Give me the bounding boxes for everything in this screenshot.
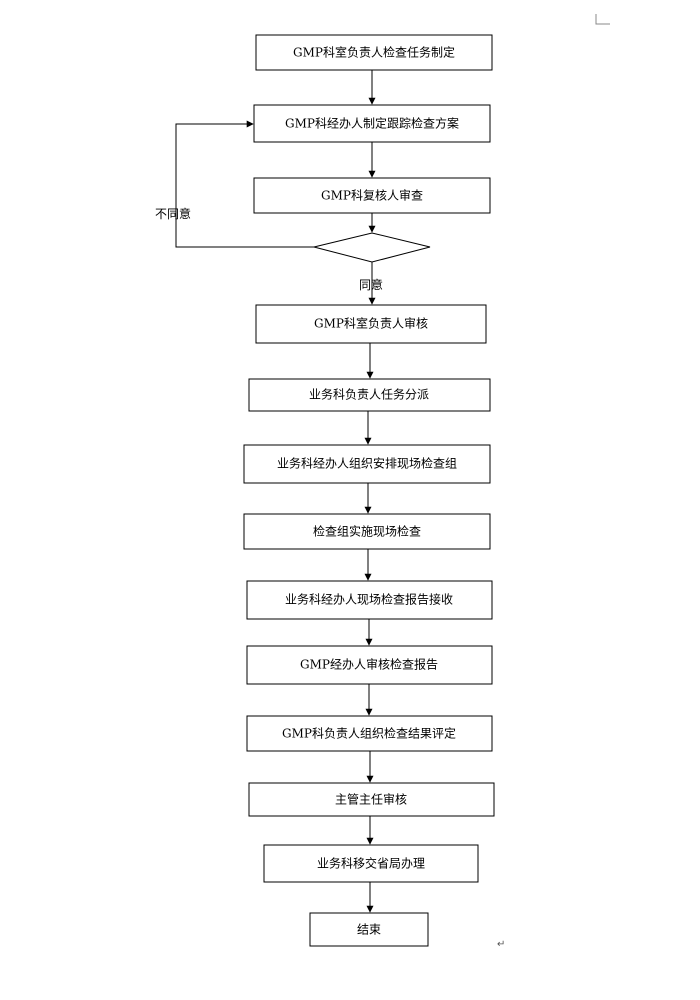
- step-box-10: GMP科负责人组织检查结果评定: [246, 715, 493, 752]
- reject-label: 不同意: [155, 206, 191, 221]
- step-4-text: GMP科室负责人审核: [314, 316, 428, 331]
- approve-label: 同意: [359, 277, 383, 292]
- step-box-9: GMP经办人审核检查报告: [246, 645, 493, 685]
- step-box-4: GMP科室负责人审核: [255, 304, 487, 344]
- step-6-text: 业务科经办人组织安排现场检查组: [277, 456, 457, 471]
- reject-loop-line: [175, 120, 314, 248]
- step-box-8: 业务科经办人现场检查报告接收: [246, 580, 493, 620]
- step-10-text: GMP科负责人组织检查结果评定: [282, 726, 456, 741]
- step-3-text: GMP科复核人审查: [321, 188, 423, 203]
- step-8-text: 业务科经办人现场检查报告接收: [285, 592, 453, 607]
- end-box: 结束: [309, 912, 429, 947]
- page-corner-mark: [595, 14, 610, 25]
- decision-diamond: [313, 232, 431, 263]
- step-12-text: 业务科移交省局办理: [317, 856, 425, 871]
- step-box-3: GMP科复核人审查: [253, 177, 491, 214]
- step-box-2: GMP科经办人制定跟踪检查方案: [253, 104, 491, 143]
- step-5-text: 业务科负责人任务分派: [309, 387, 429, 402]
- end-text: 结束: [357, 923, 381, 937]
- step-2-text: GMP科经办人制定跟踪检查方案: [285, 116, 459, 131]
- step-box-11: 主管主任审核: [248, 782, 495, 817]
- step-1-text: GMP科室负责人检查任务制定: [293, 45, 455, 60]
- step-11-text: 主管主任审核: [335, 792, 407, 807]
- step-box-6: 业务科经办人组织安排现场检查组: [243, 444, 491, 484]
- step-9-text: GMP经办人审核检查报告: [300, 657, 438, 672]
- step-7-text: 检查组实施现场检查: [313, 524, 421, 539]
- return-mark: ↵: [497, 939, 505, 950]
- step-box-1: GMP科室负责人检查任务制定: [255, 34, 493, 71]
- step-box-5: 业务科负责人任务分派: [248, 378, 491, 412]
- step-box-12: 业务科移交省局办理: [263, 844, 479, 883]
- step-box-7: 检查组实施现场检查: [243, 513, 491, 550]
